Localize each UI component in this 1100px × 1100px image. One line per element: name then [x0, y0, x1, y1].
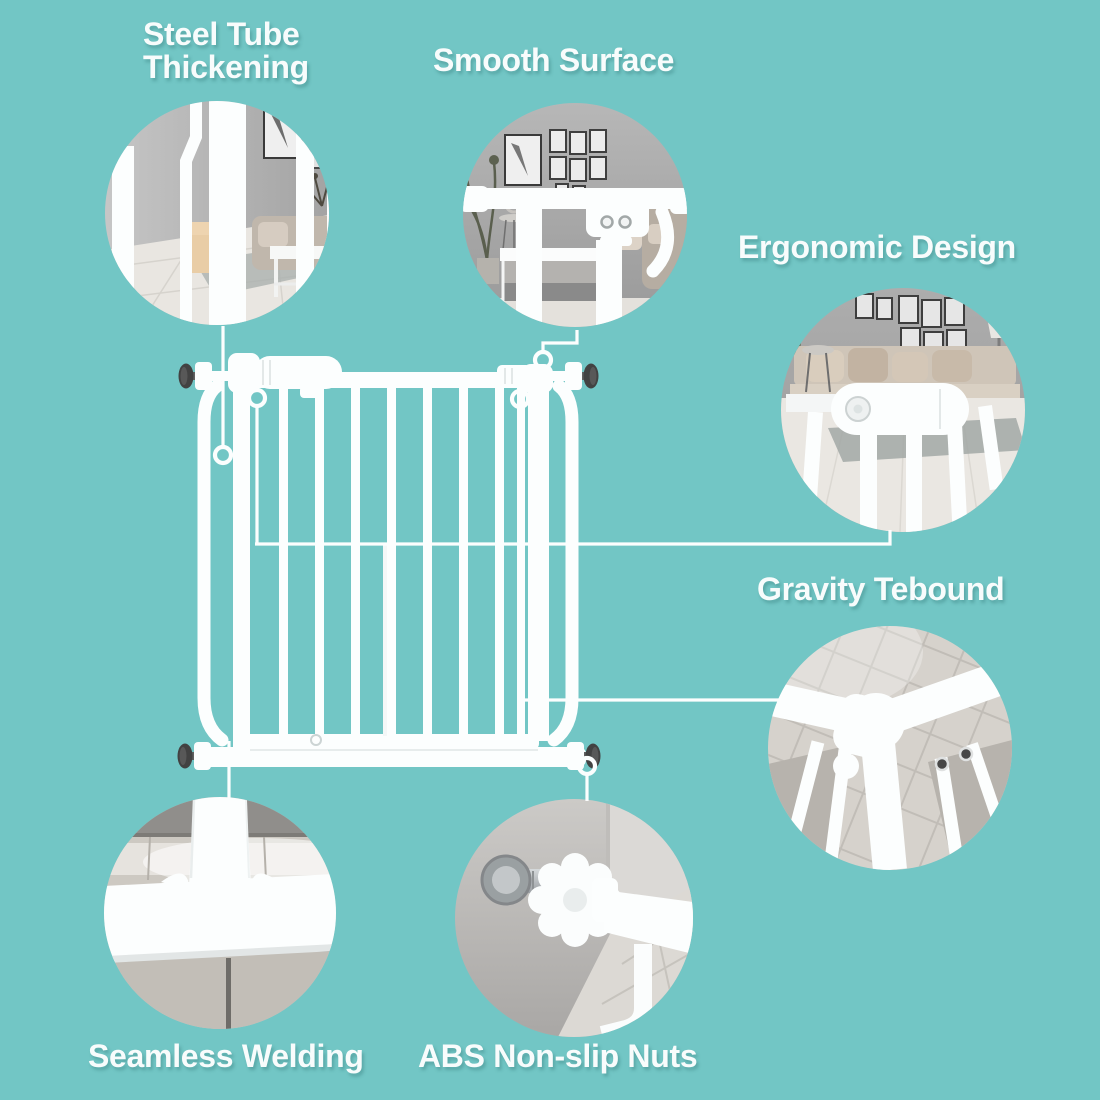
pressure-knob-top-left	[178, 362, 212, 390]
label-ergonomic-design: Ergonomic Design	[738, 229, 1016, 265]
label-seamless-welding: Seamless Welding	[88, 1038, 364, 1074]
feature-photo-steel-tube-thickening	[105, 101, 329, 325]
safety-gate-illustration	[177, 353, 601, 770]
callout-lines	[212, 326, 892, 801]
feature-photo-ergonomic-design	[781, 288, 1025, 532]
pressure-knob-top-right	[565, 362, 599, 390]
label-smooth-surface: Smooth Surface	[433, 42, 675, 78]
feature-photo-seamless-welding	[104, 797, 336, 1029]
feature-photo-smooth-surface	[463, 103, 687, 327]
label-abs-non-slip-nuts: ABS Non-slip Nuts	[418, 1038, 698, 1074]
gate-bars	[279, 380, 525, 742]
feature-photo-abs-non-slip-nuts	[455, 799, 693, 1037]
label-gravity-tebound: Gravity Tebound	[757, 571, 1005, 607]
label-steel-tube-thickening: Steel Tube Thickening	[143, 16, 309, 85]
feature-photo-gravity-tebound	[768, 626, 1012, 870]
pressure-knob-bottom-left	[177, 742, 211, 770]
